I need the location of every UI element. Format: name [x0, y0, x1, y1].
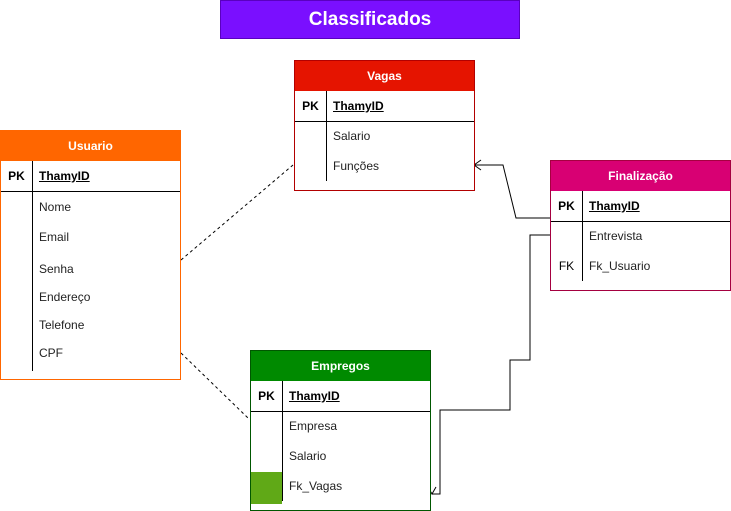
field-name: Nome [39, 200, 72, 214]
pk-field: ThamyID [289, 389, 340, 403]
pk-field: ThamyID [333, 99, 384, 113]
field-senha: Senha [39, 262, 74, 276]
entity-header: Usuario [1, 131, 180, 161]
entity-title: Finalização [608, 169, 673, 183]
entity-header: Vagas [295, 61, 474, 91]
field-row: FK Fk_Usuario [551, 252, 730, 280]
field-row: Email [1, 223, 180, 251]
entity-empregos[interactable]: Empregos PK ThamyID Empresa Salario Fk_V… [250, 350, 431, 511]
field-row: Nome [1, 193, 180, 221]
usuario-empregos-link [180, 352, 249, 419]
entity-title: Vagas [367, 69, 402, 83]
field-fk-vagas: Fk_Vagas [289, 479, 343, 493]
pk-row: PK ThamyID [295, 91, 474, 122]
pk-label: PK [8, 169, 25, 183]
field-row: Senha [1, 255, 180, 283]
pk-row: PK ThamyID [1, 161, 180, 192]
pk-label: PK [258, 389, 275, 403]
pk-row: PK ThamyID [551, 191, 730, 222]
fk-label: FK [558, 259, 575, 273]
field-row: Fk_Vagas [251, 472, 430, 504]
field-row: Salario [251, 442, 430, 470]
field-row: Telefone [1, 311, 180, 339]
entity-usuario[interactable]: Usuario PK ThamyID Nome Email Senha Ende… [0, 130, 181, 380]
field-cpf: CPF [39, 346, 63, 360]
field-email: Email [39, 230, 70, 244]
entity-title: Empregos [311, 359, 370, 373]
field-row: Entrevista [551, 222, 730, 250]
pk-row: PK ThamyID [251, 381, 430, 412]
fk-color-marker [251, 472, 282, 504]
field-entrevista: Entrevista [589, 229, 643, 243]
field-salario: Salario [333, 129, 371, 143]
pk-field: ThamyID [589, 199, 640, 213]
finalizacao-empregos-link [432, 234, 550, 495]
field-funcoes: Funções [333, 159, 380, 173]
pk-field: ThamyID [39, 169, 90, 183]
entity-finalizacao[interactable]: Finalização PK ThamyID Entrevista FK Fk_… [550, 160, 731, 291]
pk-label: PK [558, 199, 575, 213]
entity-vagas[interactable]: Vagas PK ThamyID Salario Funções [294, 60, 475, 191]
field-telefone: Telefone [39, 318, 85, 332]
field-row: Salario [295, 122, 474, 150]
field-endereco: Endereço [39, 290, 91, 304]
vagas-finalizacao-link [474, 164, 550, 219]
field-empresa: Empresa [289, 419, 338, 433]
field-row: Empresa [251, 412, 430, 440]
entity-title: Usuario [68, 139, 113, 153]
entity-header: Empregos [251, 351, 430, 381]
pk-label: PK [302, 99, 319, 113]
usuario-vagas-link [180, 164, 294, 261]
field-fk-usuario: Fk_Usuario [589, 259, 651, 273]
diagram-title: Classificados [220, 0, 520, 39]
field-row: Funções [295, 152, 474, 180]
field-salario: Salario [289, 449, 327, 463]
field-row: Endereço [1, 283, 180, 311]
entity-header: Finalização [551, 161, 730, 191]
field-row: CPF [1, 339, 180, 367]
